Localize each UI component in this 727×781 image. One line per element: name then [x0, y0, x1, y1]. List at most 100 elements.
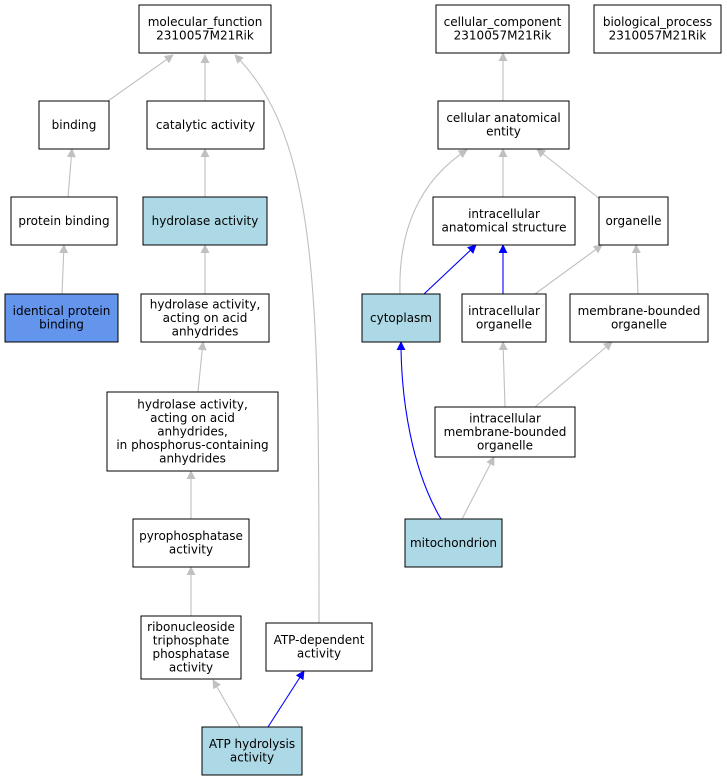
edge-line: [107, 54, 174, 102]
node-box: [138, 4, 272, 54]
edge-cytoplasm-to-cae: [399, 149, 468, 295]
node-label: cellular anatomical: [446, 111, 560, 125]
node-label: membrane-bounded: [578, 304, 701, 318]
node-hydrolase[interactable]: hydrolase activity: [142, 196, 268, 246]
node-box: [432, 196, 576, 246]
node-box: [106, 391, 279, 472]
node-label: protein binding: [18, 214, 109, 228]
node-binding[interactable]: binding: [38, 100, 110, 150]
node-label: acting on acid: [163, 311, 248, 325]
node-box: [142, 196, 268, 246]
edge-hyd_p-to-hyd_anh: [197, 341, 207, 393]
node-label: activity: [230, 751, 274, 765]
edge-atpdep-to-mf: [234, 54, 320, 624]
node-label: 2310057M21Rik: [156, 29, 254, 43]
node-label: identical protein: [13, 304, 111, 318]
node-label: anatomical structure: [442, 221, 567, 235]
node-catalytic[interactable]: catalytic activity: [146, 100, 265, 150]
node-label: pyrophosphatase: [139, 529, 243, 543]
edge-line: [534, 244, 603, 295]
node-hyd_anh[interactable]: hydrolase activity,acting on acidanhydri…: [140, 293, 270, 343]
node-label: intracellular: [468, 304, 540, 318]
edge-imbo-to-io: [498, 341, 508, 408]
node-label: anhydrides: [172, 324, 239, 338]
edge-line: [66, 148, 76, 198]
node-label: molecular_function: [148, 15, 263, 29]
node-label: biological_process: [603, 15, 712, 29]
edge-line: [536, 148, 602, 201]
node-box: [435, 4, 570, 54]
node-label: activity: [169, 543, 213, 557]
node-box: [146, 100, 265, 150]
node-ntp[interactable]: ribonucleosidetriphosphatephosphataseact…: [140, 615, 242, 680]
edge-atphyd-to-ntp: [212, 679, 241, 728]
node-label: intracellular: [468, 207, 540, 221]
node-box: [361, 293, 441, 343]
node-label: organelle: [476, 318, 532, 332]
edge-atphyd-to-atpdep: [267, 670, 305, 728]
node-label: mitochondrion: [410, 536, 497, 550]
edge-idprot-to-protbind: [59, 244, 69, 295]
node-box: [201, 726, 303, 776]
edge-line: [59, 244, 69, 295]
node-label: binding: [52, 118, 97, 132]
node-label: acting on acid: [150, 411, 235, 425]
node-label: anhydrides: [159, 451, 226, 465]
node-label: ATP hydrolysis: [209, 737, 295, 751]
node-label: triphosphate: [153, 634, 229, 648]
edge-line: [234, 54, 320, 624]
node-box: [437, 100, 570, 150]
edge-organelle-to-cae: [536, 148, 602, 201]
node-label: organelle: [611, 318, 667, 332]
node-box: [132, 518, 250, 568]
node-label: in phosphorus-containing: [116, 438, 268, 452]
node-box: [598, 196, 669, 246]
nodes-layer: molecular_function2310057M21Rikcellular_…: [4, 4, 722, 776]
node-protbind[interactable]: protein binding: [10, 196, 118, 246]
edge-line: [197, 341, 207, 393]
node-label: hydrolase activity,: [150, 297, 261, 311]
node-label: organelle: [477, 438, 533, 452]
node-label: ribonucleoside: [147, 620, 235, 634]
node-label: catalytic activity: [156, 118, 255, 132]
edge-io-to-organelle: [534, 244, 603, 295]
node-label: cytoplasm: [370, 311, 432, 325]
node-label: 2310057M21Rik: [454, 29, 552, 43]
edge-line: [498, 341, 508, 408]
node-label: 2310057M21Rik: [609, 29, 707, 43]
edge-line: [461, 456, 495, 520]
edge-line: [423, 244, 477, 295]
edges-layer: [59, 52, 641, 728]
node-label: intracellular: [469, 411, 541, 425]
edge-line: [212, 679, 241, 728]
node-box: [265, 622, 373, 672]
node-cytoplasm[interactable]: cytoplasm: [361, 293, 441, 343]
node-box: [38, 100, 110, 150]
node-box: [434, 406, 576, 458]
node-hyd_p[interactable]: hydrolase activity,acting on acidanhydri…: [106, 391, 279, 472]
node-box: [4, 293, 119, 343]
node-box: [140, 293, 270, 343]
node-label: activity: [169, 661, 213, 675]
node-label: hydrolase activity: [152, 214, 259, 228]
edge-binding-to-mf: [107, 54, 174, 102]
edge-line: [267, 670, 305, 728]
node-organelle[interactable]: organelle: [598, 196, 669, 246]
edge-mbo-to-organelle: [631, 244, 641, 295]
edge-line: [534, 341, 613, 408]
node-box: [404, 518, 503, 568]
node-label: cellular_component: [444, 15, 562, 29]
node-mito[interactable]: mitochondrion: [404, 518, 503, 568]
